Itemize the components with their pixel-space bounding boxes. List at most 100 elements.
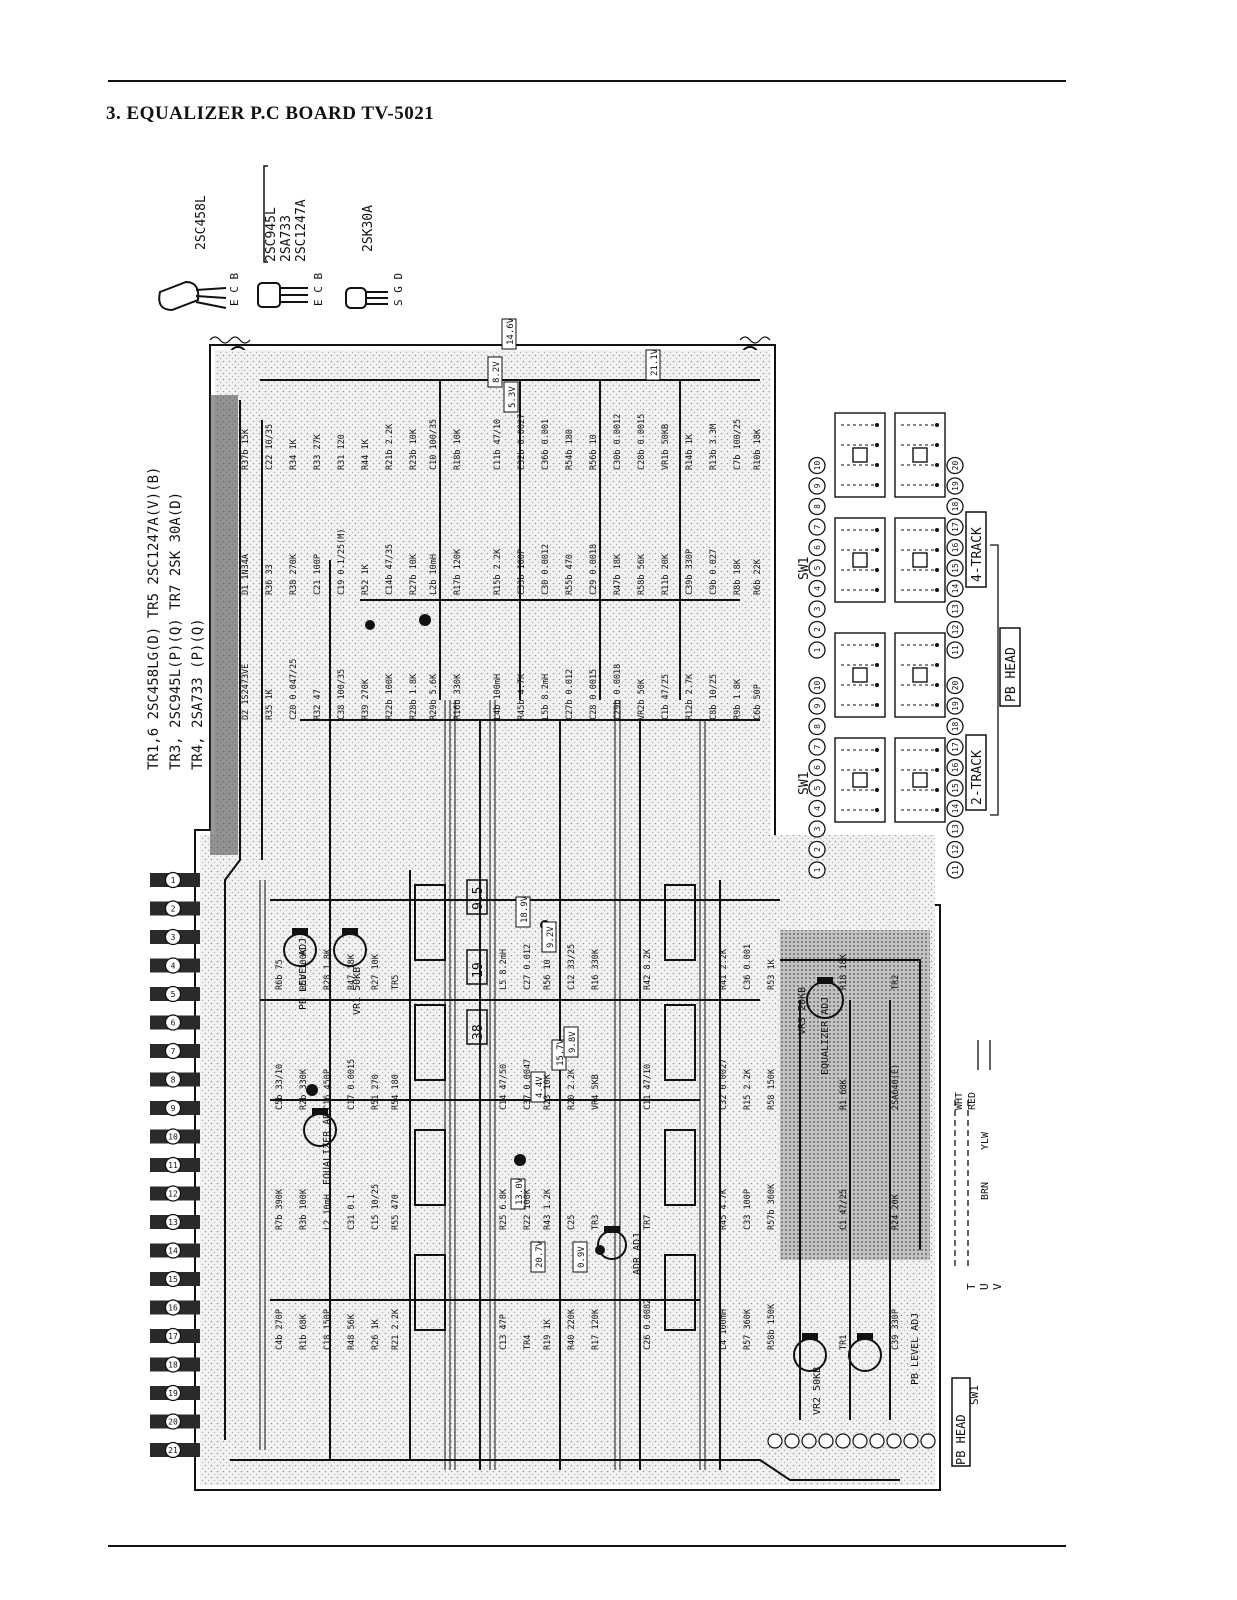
voltage-label: 14.6V	[506, 317, 516, 345]
fet-label: 2SK30A	[361, 205, 376, 252]
connector-pin-circle	[164, 1270, 182, 1288]
voltage-box	[487, 356, 503, 388]
part-label: C13 47P	[499, 1314, 509, 1350]
switch-contact-dot	[875, 443, 879, 447]
switch-contact-dot	[875, 423, 879, 427]
pb-head-bracket	[990, 544, 999, 816]
switch-pin-circle	[946, 758, 964, 777]
part-label: R42 8.2K	[643, 948, 653, 990]
switch-pin-circle	[808, 477, 826, 495]
switch-slider	[912, 552, 928, 568]
part-label: R12b 2.7K	[685, 673, 695, 720]
part-label: C39b 330P	[685, 549, 695, 595]
test-point-19: 19	[471, 962, 486, 978]
switch-contact-dot	[935, 703, 939, 707]
part-label: R3b 100K	[299, 1188, 309, 1230]
switch-pin-number: 1	[813, 867, 822, 872]
part-label: C11 47/10	[643, 1064, 653, 1110]
part-label: VR1b 50KB	[661, 424, 671, 470]
switch-contact-block	[834, 517, 886, 603]
switch-contact-dot	[935, 548, 939, 552]
switch-pin-number: 6	[813, 765, 822, 770]
switch-contact-dot	[935, 683, 939, 687]
part-label: C17 0.0015	[347, 1059, 357, 1110]
part-label: C9b 0.027	[709, 549, 719, 595]
voltage-label: 8.2V	[492, 361, 502, 383]
switch-contact-dot	[935, 788, 939, 792]
switch-pin-circle	[808, 456, 826, 475]
switch-pin-number: 8	[813, 724, 822, 729]
switch-pin-circle	[946, 840, 964, 859]
switch-pin-circle	[946, 497, 964, 516]
switch-contact-dot	[875, 463, 879, 467]
part-label: C1 47/25	[839, 1189, 849, 1230]
part-label: R47b 18K	[613, 553, 623, 595]
part-label: R8b 18K	[733, 558, 743, 595]
part-label: R22b 100K	[385, 673, 395, 720]
switch-pin-circle	[808, 717, 826, 736]
sw2-switch-bank	[414, 884, 696, 1331]
part-label: R19 1K	[543, 1318, 553, 1350]
board-equalizer-adj-b: EQUALIZER ADJ	[322, 1107, 333, 1185]
part-label: R38 270K	[289, 553, 299, 595]
voltage-box	[645, 349, 661, 381]
to92-small-pins: E C B	[312, 273, 325, 306]
switch-contact-block	[894, 737, 946, 823]
part-label: C1b 47/25	[661, 674, 671, 720]
voltage-box	[510, 1178, 526, 1210]
part-label: R55b 470	[565, 554, 575, 595]
part-label: R25 6.8K	[499, 1188, 509, 1230]
switch-contact-block	[894, 632, 946, 718]
switch-pin-circle	[946, 676, 964, 695]
switch-pin-number: 11	[951, 865, 960, 875]
part-label: C33 100P	[743, 1189, 753, 1230]
head-wire-ylw: YLW	[980, 1131, 991, 1150]
voltage-box	[563, 1026, 579, 1058]
switch-pin-number: 3	[813, 606, 822, 611]
switch-pin-number: 11	[951, 645, 960, 655]
part-label: R27 10K	[371, 953, 381, 990]
part-label: C29 0.0018	[589, 544, 599, 595]
part-label: C36 0.001	[743, 944, 753, 990]
switch-contact-dot	[935, 463, 939, 467]
legend-line-2: TR3, 2SC945L(P)(Q) TR7 2SK 30A(D)	[168, 492, 184, 770]
part-label: TR7	[643, 1215, 653, 1230]
part-label: R23b 10K	[409, 428, 419, 470]
voltage-label: 13.0V	[515, 1177, 525, 1205]
switch-pin-number: 20	[951, 681, 960, 691]
switch-pin-circle	[808, 676, 826, 695]
switch-contact-dot	[875, 748, 879, 752]
part-label: L4b 100mH	[493, 674, 503, 720]
voltage-label: 15.7V	[556, 1038, 566, 1066]
part-label: C29b 0.0018	[613, 664, 623, 720]
part-label: C30 0.0012	[541, 544, 551, 595]
switch-pin-number: 9	[813, 483, 822, 488]
part-label: TR2	[891, 975, 901, 990]
connector-pin-number: 17	[168, 1332, 178, 1341]
switch-pin-circle	[946, 779, 964, 797]
switch-pin-number: 15	[951, 783, 960, 793]
part-label: C8b 10/25	[709, 674, 719, 720]
switch-pin-number: 7	[813, 524, 822, 529]
connector-pin-circle	[164, 1185, 182, 1202]
part-label: R33 27K	[313, 433, 323, 470]
connector-pin-circle	[164, 1099, 182, 1117]
voltage-box	[515, 896, 531, 928]
connector-pin-number: 13	[168, 1218, 178, 1227]
page-title: 3. EQUALIZER P.C BOARD TV-5021	[106, 103, 435, 124]
switch-pin-circle	[946, 600, 964, 618]
part-label: L4 100mH	[719, 1309, 729, 1350]
part-label: R18 18K	[839, 953, 849, 990]
part-label: R56 10	[543, 959, 553, 990]
bracket-icon	[263, 165, 268, 263]
switch-slider	[912, 772, 928, 788]
sw1-label-left: SW1	[797, 772, 812, 795]
four-track-label: 4-TRACK	[970, 527, 985, 582]
switch-pin-circle	[946, 820, 964, 838]
switch-pin-circle	[946, 559, 964, 577]
switch-pin-circle	[946, 579, 964, 598]
part-label: C25	[567, 1215, 577, 1230]
part-label: D2 1S2473VE	[241, 664, 251, 720]
part-label: C36b 0.001	[541, 419, 551, 470]
